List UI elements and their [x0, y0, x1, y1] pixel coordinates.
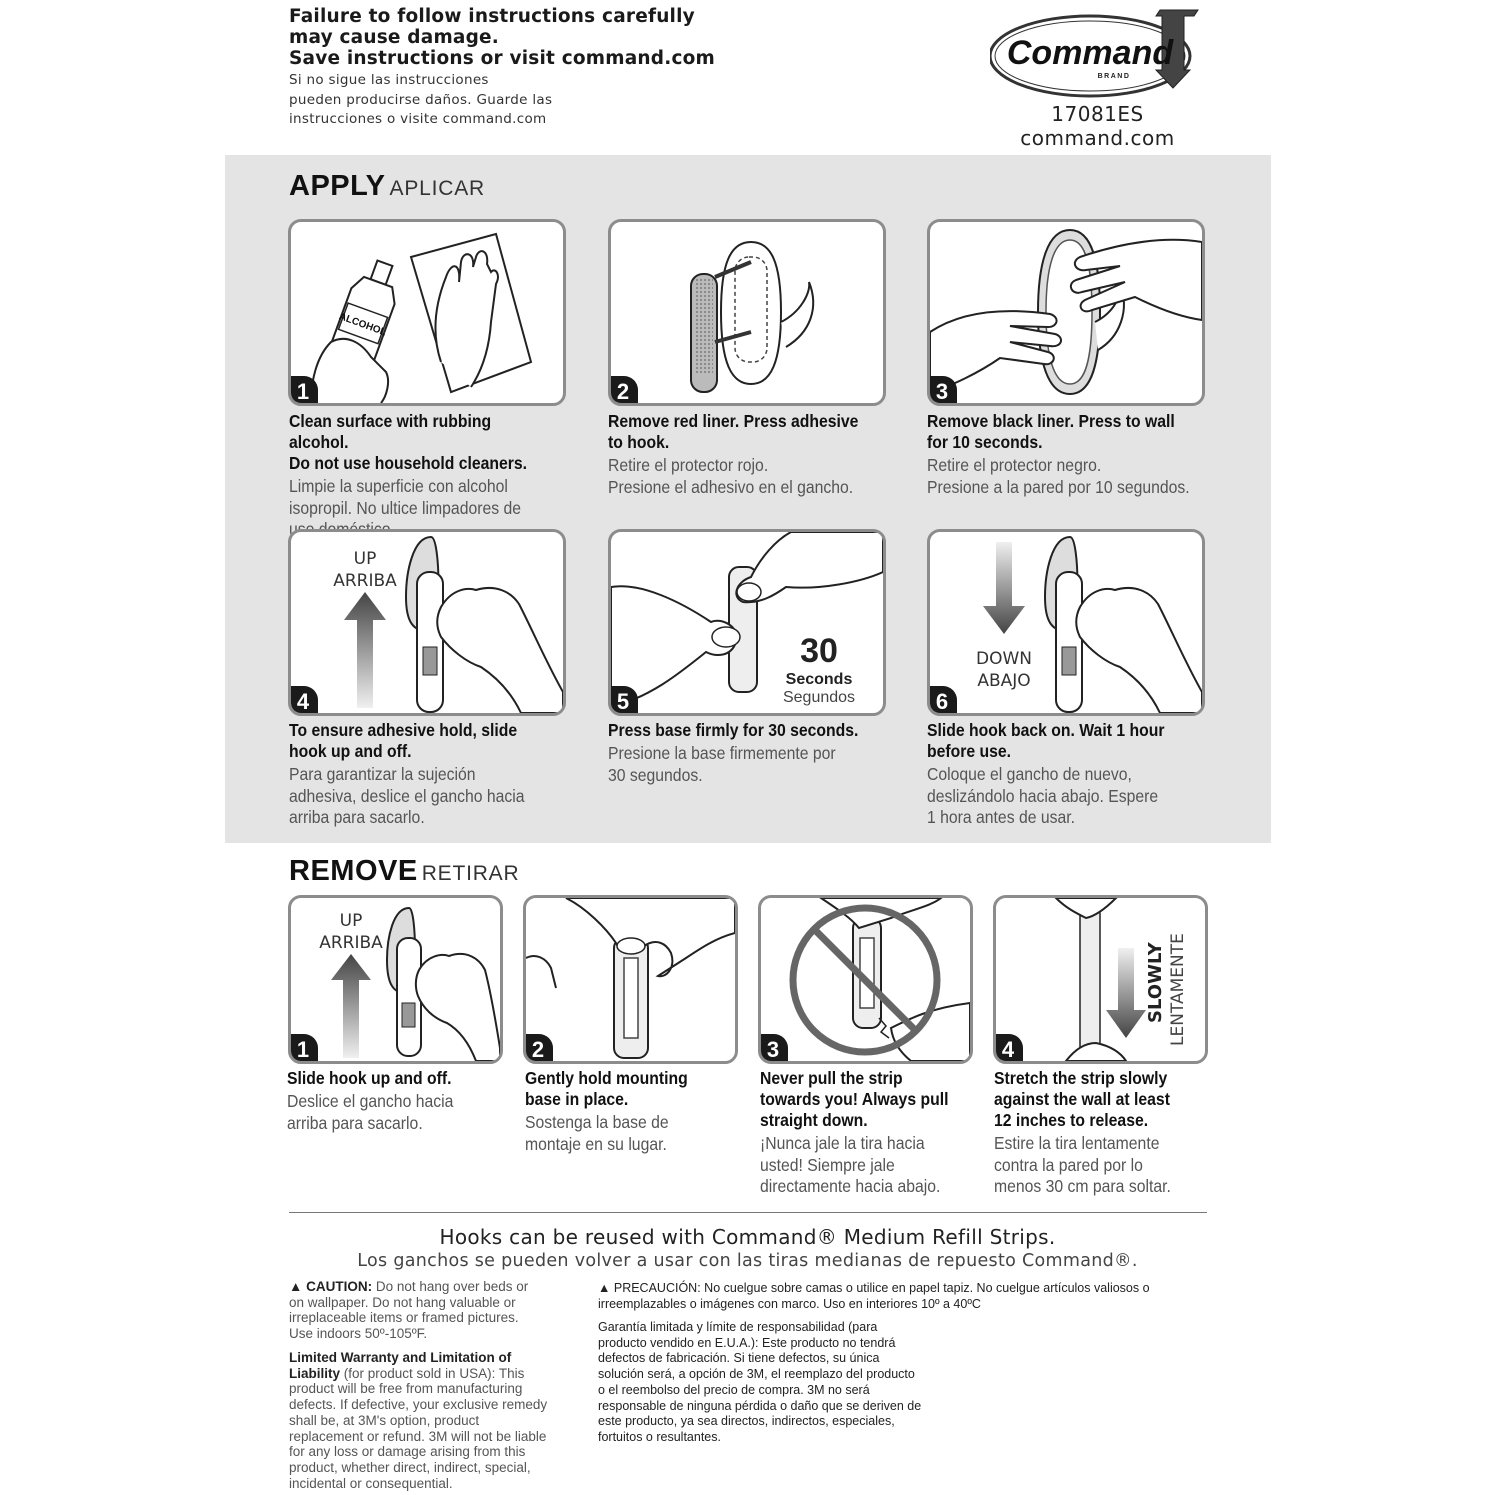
apply-step-4-illustration: UP ARRIBA 4 [288, 529, 566, 716]
step-number-badge: 1 [291, 1034, 318, 1061]
apply-step-1-illustration: ALCOHOL 1 [288, 219, 566, 406]
arrow-label-spanish: ARRIBA [319, 933, 383, 953]
remove-step-2-illustration: 2 [523, 895, 738, 1064]
up-arrow-icon [344, 592, 386, 708]
warranty-heading: Limited Warranty and Limitation of Liabi… [289, 1350, 512, 1381]
arrow-label-spanish: LENTAMENTE [1168, 933, 1188, 1046]
caption-english: Slide hook back on. Wait 1 hour before u… [927, 720, 1165, 761]
caption-spanish: Limpie la superficie con alcohol isoprop… [289, 476, 522, 539]
reuse-note-english: Hooks can be reused with Command® Medium… [439, 1225, 1056, 1249]
apply-step-3-caption: Remove black liner. Press to wall for 10… [927, 411, 1227, 498]
warning-triangle-icon: ▲ [289, 1279, 307, 1294]
remove-step-2-caption: Gently hold mounting base in place. Sost… [525, 1068, 745, 1155]
timer-number: 30 [800, 632, 838, 670]
down-arrow-icon [983, 542, 1025, 634]
caption-english: Slide hook up and off. [287, 1068, 452, 1088]
caution-text: Do not hang over beds or on wallpaper. D… [289, 1279, 529, 1342]
caption-spanish: Retire el protector rojo. Presione el ad… [608, 455, 854, 497]
caption-english: Gently hold mounting base in place. [525, 1068, 688, 1109]
warning-spanish: Si no sigue las instrucciones pueden pro… [289, 72, 553, 127]
arrow-label-english: SLOWLY [1145, 941, 1166, 1023]
warning-english: Failure to follow instructions carefully… [289, 6, 716, 69]
caption-english: Never pull the strip towards you! Always… [760, 1068, 949, 1130]
caution-spanish: ▲ PRECAUCIÓN: No cuelgue sobre camas o u… [598, 1281, 1198, 1312]
caption-english: Remove red liner. Press adhesive to hook… [608, 411, 859, 452]
remove-step-4-illustration: SLOWLY LENTAMENTE 4 [993, 895, 1208, 1064]
remove-step-4-caption: Stretch the strip slowly against the wal… [994, 1068, 1219, 1198]
step-number-badge: 1 [291, 376, 318, 403]
step-number-badge: 2 [611, 376, 638, 403]
apply-step-6-caption: Slide hook back on. Wait 1 hour before u… [927, 720, 1227, 829]
step-number-badge: 4 [996, 1034, 1023, 1061]
apply-step-5-caption: Press base firmly for 30 seconds. Presio… [608, 720, 898, 786]
website: command.com [1020, 126, 1175, 150]
apply-subtitle: APLICAR [389, 177, 485, 200]
remove-title: REMOVE [289, 855, 418, 887]
arrow-label-spanish: ARRIBA [333, 571, 397, 591]
arrow-label-english: DOWN [976, 649, 1032, 669]
caption-english: Clean surface with rubbing alcohol. Do n… [289, 411, 528, 473]
model-number: 17081ES command.com [1000, 102, 1195, 150]
warranty-text: (for product sold in USA): This product … [289, 1365, 548, 1491]
apply-step-1-caption: Clean surface with rubbing alcohol. Do n… [289, 411, 579, 541]
arrow-label-english: UP [354, 549, 377, 569]
caption-spanish: Estire la tira lentamente contra la pare… [994, 1133, 1171, 1196]
caption-spanish: ¡Nunca jale la tira hacia usted! Siempre… [760, 1133, 941, 1196]
step-number-badge: 4 [291, 686, 318, 713]
apply-step-2-illustration: 2 [608, 219, 886, 406]
warning-triangle-icon: ▲ [598, 1281, 614, 1295]
caption-spanish: Para garantizar la sujeción adhesiva, de… [289, 764, 525, 827]
model-code: 17081ES [1051, 102, 1144, 126]
precaucion-text: No cuelgue sobre camas o utilice en pape… [598, 1281, 1150, 1311]
caution-english: ▲ CAUTION: Do not hang over beds or on w… [289, 1279, 579, 1342]
apply-title: APPLY [289, 170, 386, 202]
step-number-badge: 6 [930, 686, 957, 713]
caption-english: To ensure adhesive hold, slide hook up a… [289, 720, 518, 761]
timer-label-spanish: Segundos [783, 689, 855, 706]
down-arrow-icon [1106, 948, 1146, 1038]
caption-english: Remove black liner. Press to wall for 10… [927, 411, 1175, 452]
warranty-english: Limited Warranty and Limitation of Liabi… [289, 1350, 579, 1491]
caption-english: Stretch the strip slowly against the wal… [994, 1068, 1170, 1130]
caption-spanish: Retire el protector negro. Presione a la… [927, 455, 1190, 497]
step-number-badge: 3 [930, 376, 957, 403]
remove-step-3-illustration: 3 [758, 895, 973, 1064]
step-number-badge: 5 [611, 686, 638, 713]
precaucion-label: PRECAUCIÓN: [613, 1281, 701, 1295]
command-logo: Command BRAND [988, 8, 1205, 100]
warranty-spanish: Garantía limitada y límite de responsabi… [598, 1320, 922, 1444]
up-arrow-icon [331, 954, 371, 1058]
apply-step-3-illustration: 3 [927, 219, 1205, 406]
remove-step-1-caption: Slide hook up and off. Deslice el gancho… [287, 1068, 507, 1134]
caption-spanish: Coloque el gancho de nuevo, deslizándolo… [927, 764, 1159, 827]
caution-label: CAUTION: [306, 1279, 373, 1294]
caption-spanish: Sostenga la base de montaje en su lugar. [525, 1112, 669, 1154]
brand-sub: BRAND [1098, 73, 1131, 80]
step-number-badge: 3 [761, 1034, 788, 1061]
timer-label-english: Seconds [786, 671, 853, 688]
apply-step-2-caption: Remove red liner. Press adhesive to hook… [608, 411, 898, 498]
step-number-badge: 2 [526, 1034, 553, 1061]
remove-step-1-illustration: UP ARRIBA 1 [288, 895, 503, 1064]
caption-english: Press base firmly for 30 seconds. [608, 720, 859, 740]
prohibited-icon [789, 904, 941, 1056]
remove-step-3-caption: Never pull the strip towards you! Always… [760, 1068, 985, 1198]
arrow-label-spanish: ABAJO [977, 671, 1030, 691]
arrow-label-english: UP [340, 911, 363, 931]
remove-subtitle: RETIRAR [421, 862, 520, 885]
brand-wordmark: Command [1007, 34, 1174, 72]
apply-step-6-illustration: DOWN ABAJO 6 [927, 529, 1205, 716]
apply-step-5-illustration: 30 Seconds Segundos 5 [608, 529, 886, 716]
apply-step-4-caption: To ensure adhesive hold, slide hook up a… [289, 720, 579, 829]
caption-spanish: Deslice el gancho hacia arriba para saca… [287, 1091, 454, 1133]
divider [289, 1212, 1207, 1213]
caption-spanish: Presione la base firmemente por 30 segun… [608, 743, 836, 785]
reuse-note-spanish: Los ganchos se pueden volver a usar con … [357, 1251, 1138, 1271]
